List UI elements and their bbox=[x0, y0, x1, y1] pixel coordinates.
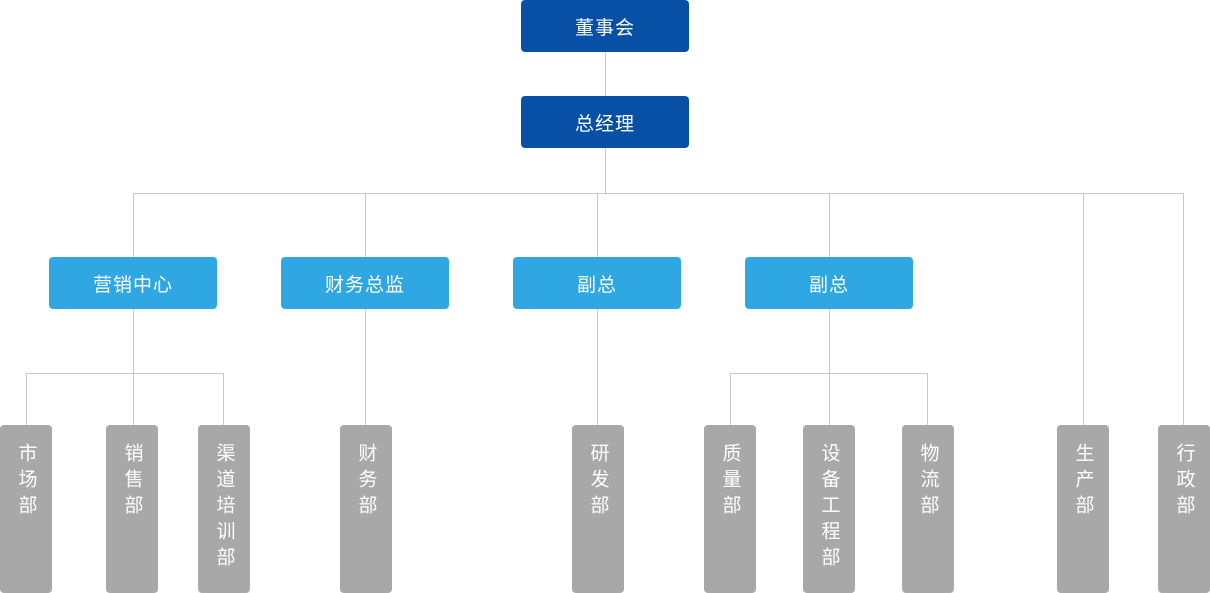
dept-box-equipment-engineering: 设备工程部 bbox=[803, 425, 855, 593]
dept-label: 行政部 bbox=[1173, 443, 1196, 521]
dept-label: 研发部 bbox=[587, 443, 610, 521]
dept-label: 渠道培训部 bbox=[213, 443, 236, 573]
division-box-vice-president-1: 副总 bbox=[513, 257, 681, 309]
connector-division-1-bus bbox=[26, 373, 224, 374]
connector-division-1-down bbox=[133, 309, 134, 425]
dept-box-market: 市场部 bbox=[0, 425, 52, 593]
connector-logistics bbox=[927, 373, 928, 425]
connector-market bbox=[26, 373, 27, 425]
division-label: 副总 bbox=[576, 273, 617, 296]
general-manager-label: 总经理 bbox=[574, 112, 635, 135]
division-label: 营销中心 bbox=[92, 273, 173, 296]
dept-label: 质量部 bbox=[719, 443, 742, 521]
connector-bus-division-3 bbox=[597, 193, 598, 257]
connector-bus-production bbox=[1083, 193, 1084, 425]
board-label: 董事会 bbox=[574, 16, 635, 39]
dept-box-rnd: 研发部 bbox=[572, 425, 624, 593]
dept-label: 物流部 bbox=[917, 443, 940, 521]
connector-bus-division-1 bbox=[133, 193, 134, 257]
connector-quality bbox=[730, 373, 731, 425]
dept-label: 设备工程部 bbox=[818, 443, 841, 573]
connector-division-2-down bbox=[365, 309, 366, 425]
board-box: 董事会 bbox=[521, 0, 689, 52]
division-box-vice-president-2: 副总 bbox=[745, 257, 913, 309]
dept-box-finance: 财务部 bbox=[340, 425, 392, 593]
connector-top-bus bbox=[133, 193, 1184, 194]
dept-box-logistics: 物流部 bbox=[902, 425, 954, 593]
connector-bus-admin bbox=[1183, 193, 1184, 425]
dept-box-sales: 销售部 bbox=[106, 425, 158, 593]
dept-label: 市场部 bbox=[15, 443, 38, 521]
division-box-marketing-center: 营销中心 bbox=[49, 257, 217, 309]
division-label: 财务总监 bbox=[324, 273, 405, 296]
division-box-finance-director: 财务总监 bbox=[281, 257, 449, 309]
connector-division-3-down bbox=[597, 309, 598, 425]
dept-box-channel-training: 渠道培训部 bbox=[198, 425, 250, 593]
connector-division-4-down bbox=[829, 309, 830, 425]
general-manager-box: 总经理 bbox=[521, 96, 689, 148]
dept-box-quality: 质量部 bbox=[704, 425, 756, 593]
connector-board-gm bbox=[605, 52, 606, 96]
connector-channel bbox=[223, 373, 224, 425]
connector-bus-division-4 bbox=[829, 193, 830, 257]
dept-label: 财务部 bbox=[355, 443, 378, 521]
connector-division-4-bus bbox=[730, 373, 928, 374]
dept-label: 生产部 bbox=[1072, 443, 1095, 521]
division-label: 副总 bbox=[808, 273, 849, 296]
connector-bus-division-2 bbox=[365, 193, 366, 257]
connector-gm-bus bbox=[605, 148, 606, 193]
dept-box-administration: 行政部 bbox=[1158, 425, 1210, 593]
dept-box-production: 生产部 bbox=[1057, 425, 1109, 593]
dept-label: 销售部 bbox=[121, 443, 144, 521]
